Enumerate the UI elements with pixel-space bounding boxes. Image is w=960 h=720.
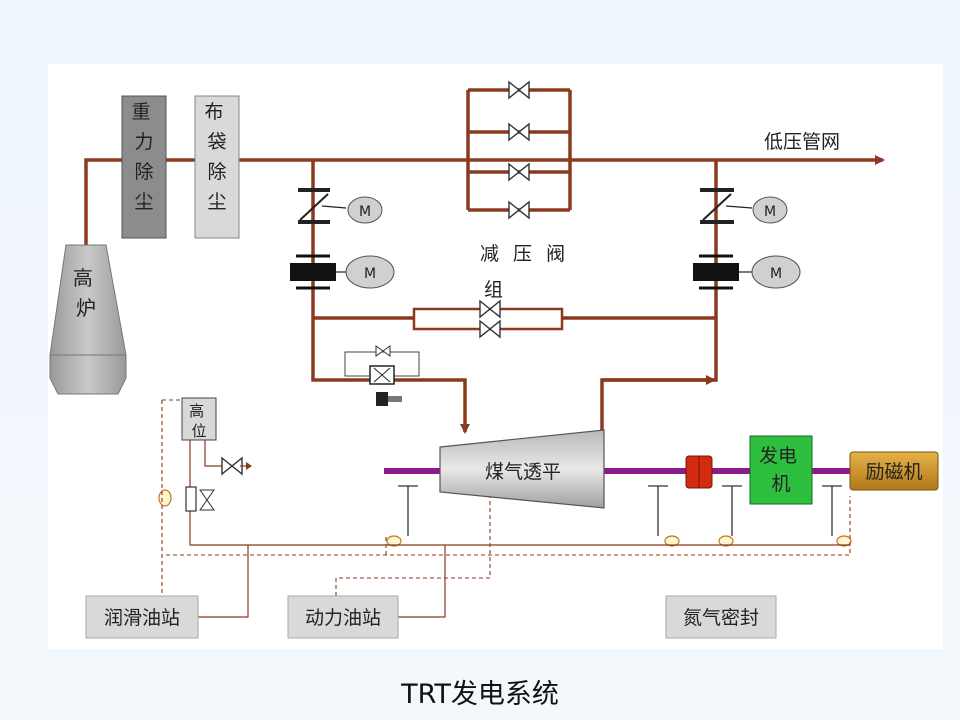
left-valves: M M [290,188,395,290]
blast-furnace-label: 高 炉 [73,266,99,320]
power-oil-label: 动力油站 [305,607,381,629]
oil-lines [189,440,850,618]
bag-dust-remover [194,95,240,239]
nitrogen-seal-label: 氮气密封 [683,607,759,629]
head-tank-valves [185,486,215,512]
nitrogen-seal [665,595,777,639]
gas-turbine [439,429,605,509]
turbine-label: 煤气透平 [485,461,561,483]
exciter [849,451,939,491]
lube-oil-label: 润滑油站 [104,607,180,629]
page-caption: TRT发电系统 [401,679,559,710]
gravity-dust-remover [121,95,167,239]
generator [749,435,813,505]
low-pressure-label: 低压管网 [764,131,840,153]
blast-furnace [49,244,127,395]
motor-icon [752,196,788,224]
prv-group-label: 减 压 阀 [480,243,569,265]
gravity-dust-label: 重 力除尘 [131,101,156,213]
emergency-valve [344,345,420,406]
generator-label: 发电 机 [759,445,803,495]
motor-icon [347,196,383,224]
head-tank [181,397,217,441]
right-valves: M M [693,188,801,290]
lube-oil-station [85,595,199,639]
bearings [398,485,842,536]
prv-group-label-2: 组 [484,279,503,301]
svg-text:M: M [764,204,776,220]
svg-text:M: M [364,266,376,282]
motor-icon [345,255,395,289]
motor-icon [751,255,801,289]
exciter-label: 励磁机 [865,461,922,483]
svg-text:M: M [770,266,782,282]
bypass-box [412,307,564,331]
oil-dashed-lines [161,399,851,596]
power-oil-station [287,595,399,639]
bag-dust-label: 布 袋除尘 [204,101,229,213]
head-tank-label: 高 位 [189,402,209,440]
svg-text:M: M [359,204,371,220]
